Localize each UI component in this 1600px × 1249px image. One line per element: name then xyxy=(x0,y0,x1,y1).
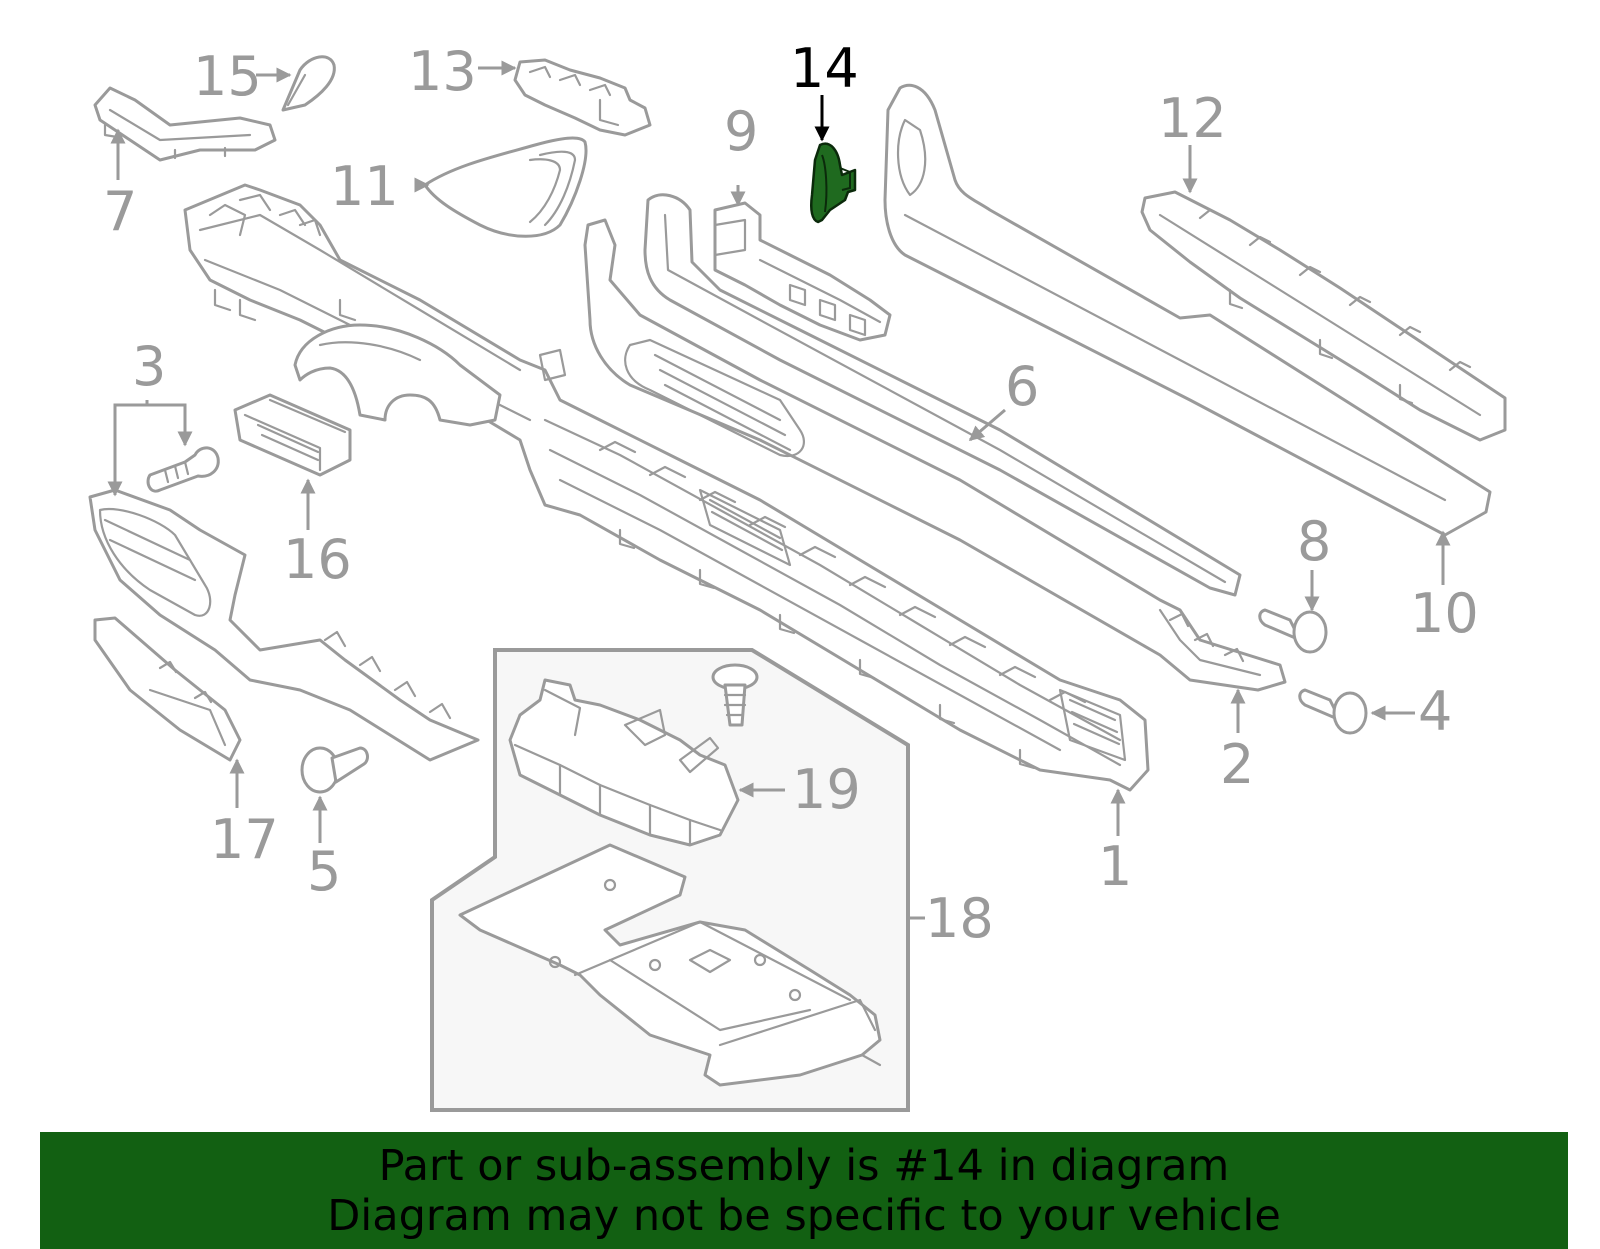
part-2-lower-panel[interactable] xyxy=(583,218,1287,692)
callout-19: 19 xyxy=(792,758,861,821)
part-4-clip[interactable] xyxy=(1298,688,1368,735)
info-banner: Part or sub-assembly is #14 in diagram D… xyxy=(40,1132,1568,1249)
banner-part-line: Part or sub-assembly is #14 in diagram xyxy=(378,1140,1230,1191)
callout-16: 16 xyxy=(283,528,352,591)
part-18-undercover[interactable] xyxy=(458,843,882,1087)
part-13-bracket[interactable] xyxy=(513,58,652,137)
callout-labels: 1 2 3 4 5 6 7 8 9 10 11 12 13 14 15 16 1… xyxy=(103,37,1479,950)
part-11-cover[interactable] xyxy=(423,136,588,238)
banner-disclaimer-line: Diagram may not be specific to your vehi… xyxy=(327,1190,1281,1241)
leaders xyxy=(107,60,1451,920)
callout-18: 18 xyxy=(925,887,994,950)
part-6-trim-strip[interactable] xyxy=(643,193,1242,597)
part-3-screw[interactable] xyxy=(146,446,220,493)
callout-8: 8 xyxy=(1297,510,1331,573)
callout-2: 2 xyxy=(1220,733,1254,796)
part-3-left-lower-panel[interactable] xyxy=(88,488,480,762)
part-17-knee-panel[interactable] xyxy=(93,616,242,762)
callout-1: 1 xyxy=(1098,835,1132,898)
part-8-clip[interactable] xyxy=(1258,608,1328,654)
callout-4: 4 xyxy=(1418,680,1452,743)
callout-17: 17 xyxy=(210,808,279,871)
callout-11: 11 xyxy=(330,155,399,218)
callout-6: 6 xyxy=(1005,355,1039,418)
steering-shroud xyxy=(293,323,502,427)
callout-15: 15 xyxy=(193,45,262,108)
callout-3: 3 xyxy=(132,335,166,398)
callout-12: 12 xyxy=(1158,87,1227,150)
part-14-highlighted[interactable] xyxy=(810,142,857,224)
part-10-upper-trim[interactable] xyxy=(883,83,1492,537)
part-19-screw[interactable] xyxy=(711,663,759,727)
part-16-vent[interactable] xyxy=(233,393,352,477)
callout-9: 9 xyxy=(724,100,758,163)
part-9-module[interactable] xyxy=(713,201,892,342)
callout-13: 13 xyxy=(408,40,477,103)
part-15-cap[interactable] xyxy=(281,55,336,112)
callout-10: 10 xyxy=(1410,582,1479,645)
callout-5: 5 xyxy=(307,840,341,903)
part-5-clip[interactable] xyxy=(300,746,369,794)
part-12-defroster-duct[interactable] xyxy=(1140,190,1507,442)
callout-14: 14 xyxy=(790,37,859,100)
part-19-bracket[interactable] xyxy=(508,678,740,847)
callout-7: 7 xyxy=(103,180,137,243)
